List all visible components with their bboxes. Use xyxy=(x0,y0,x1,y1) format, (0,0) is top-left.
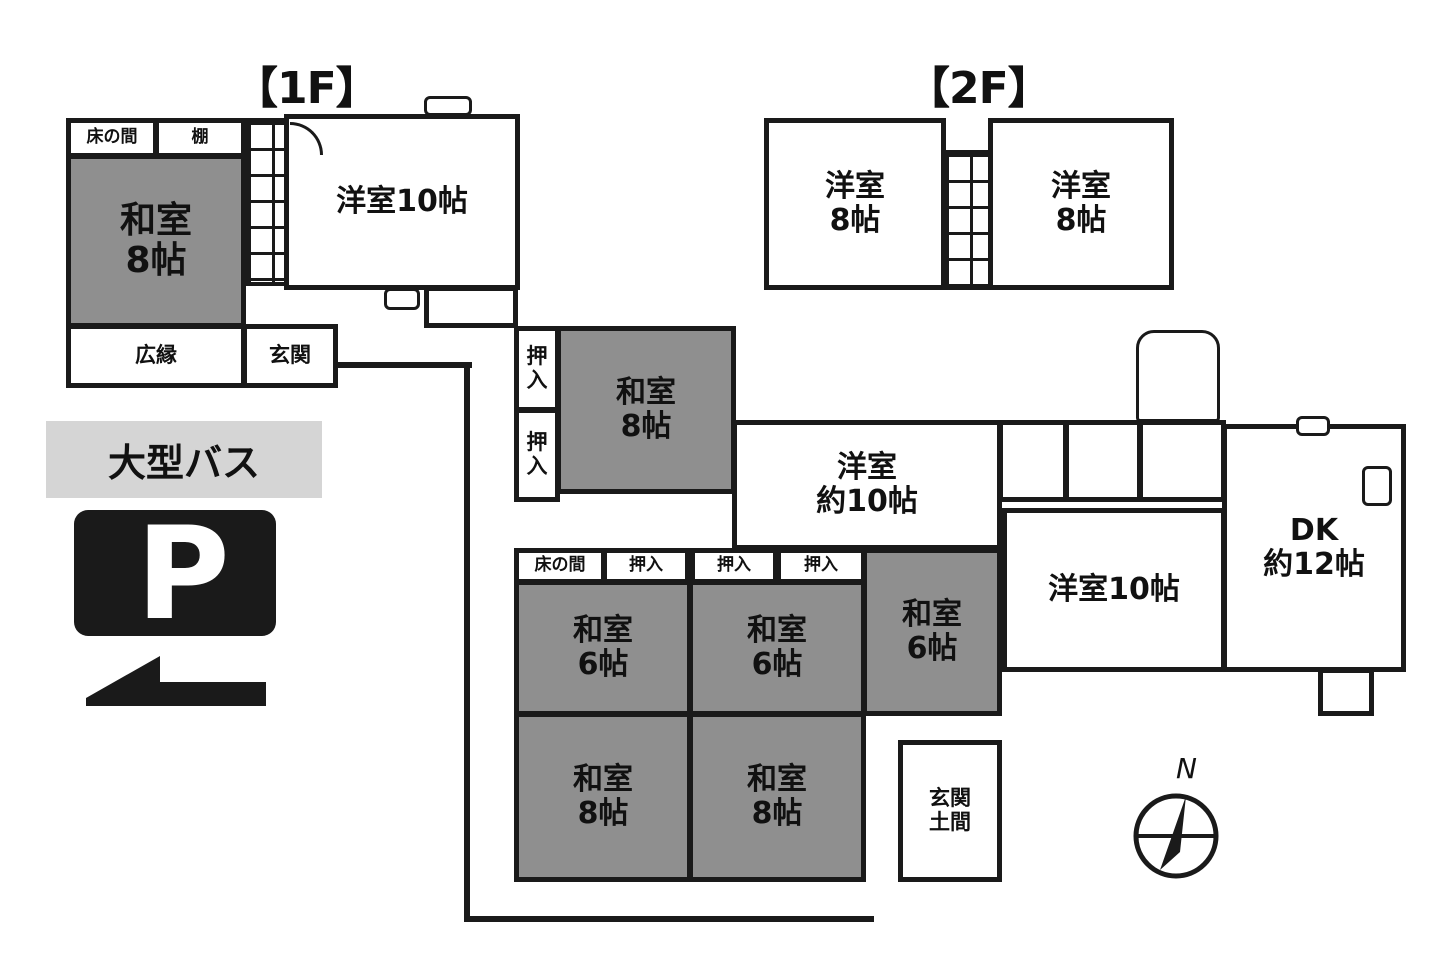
compass-icon xyxy=(1133,793,1219,879)
arrow-left-icon xyxy=(86,656,266,706)
room-oshiire-2: 押 入 xyxy=(514,408,560,502)
room-shelf: 棚 xyxy=(154,118,246,158)
room-yoshitsu-annex: 洋室10帖 xyxy=(284,114,520,290)
room-oshiire-3: 押入 xyxy=(602,548,690,584)
bathtub-icon xyxy=(1136,330,1220,422)
room-oshiire-1: 押 入 xyxy=(514,326,560,412)
corridor-wall-top xyxy=(338,362,472,368)
room-dk: DK 約12帖 xyxy=(1222,424,1406,672)
bathroom xyxy=(1138,420,1226,502)
room-washitsu-annex: 和室 8帖 xyxy=(66,154,246,328)
sink-icon xyxy=(1296,416,1330,436)
room-oshiire-4: 押入 xyxy=(690,548,778,584)
parking-letter: P xyxy=(136,500,230,649)
toilet-room-main xyxy=(998,420,1068,502)
room-yoshitsu-2f-left: 洋室 8帖 xyxy=(764,118,946,290)
room-genkan-annex: 玄関 xyxy=(242,324,338,388)
room-washitsu-a: 和室 6帖 xyxy=(514,580,692,716)
corridor-wall-left xyxy=(464,362,470,922)
room-oshiire-5: 押入 xyxy=(776,548,866,584)
toilet-icon xyxy=(384,288,420,310)
room-yoshitsu-2f-right: 洋室 8帖 xyxy=(988,118,1174,290)
staircase-2f xyxy=(942,150,992,290)
room-washitsu-b: 和室 6帖 xyxy=(688,580,866,716)
bus-parking-label: 大型バス xyxy=(46,421,322,498)
staircase-annex xyxy=(244,118,288,286)
back-entry xyxy=(1318,668,1374,716)
north-label: N xyxy=(1176,752,1197,785)
corridor-wall-bottom xyxy=(464,916,874,922)
room-genkan-doma: 玄関 土間 xyxy=(898,740,1002,882)
room-yoshitsu-mid: 洋室 約10帖 xyxy=(732,420,1002,550)
room-washitsu-d: 和室 8帖 xyxy=(514,712,692,882)
room-washitsu-c: 和室 6帖 xyxy=(862,548,1002,716)
stove-icon xyxy=(1362,466,1392,506)
room-tokonoma-main: 床の間 xyxy=(514,548,606,584)
floor-title-2f: 【2F】 xyxy=(906,63,1052,114)
room-yoshitsu-right: 洋室10帖 xyxy=(1002,508,1226,672)
washroom xyxy=(1064,420,1142,502)
toilet-room-annex xyxy=(424,286,518,328)
floor-title-1f: 【1F】 xyxy=(234,63,380,114)
fixture-icon xyxy=(424,96,472,116)
parking-sign: P xyxy=(74,500,276,649)
room-tokonoma: 床の間 xyxy=(66,118,158,158)
room-washitsu-center: 和室 8帖 xyxy=(556,326,736,494)
room-hiroen: 広縁 xyxy=(66,324,246,388)
room-washitsu-e: 和室 8帖 xyxy=(688,712,866,882)
